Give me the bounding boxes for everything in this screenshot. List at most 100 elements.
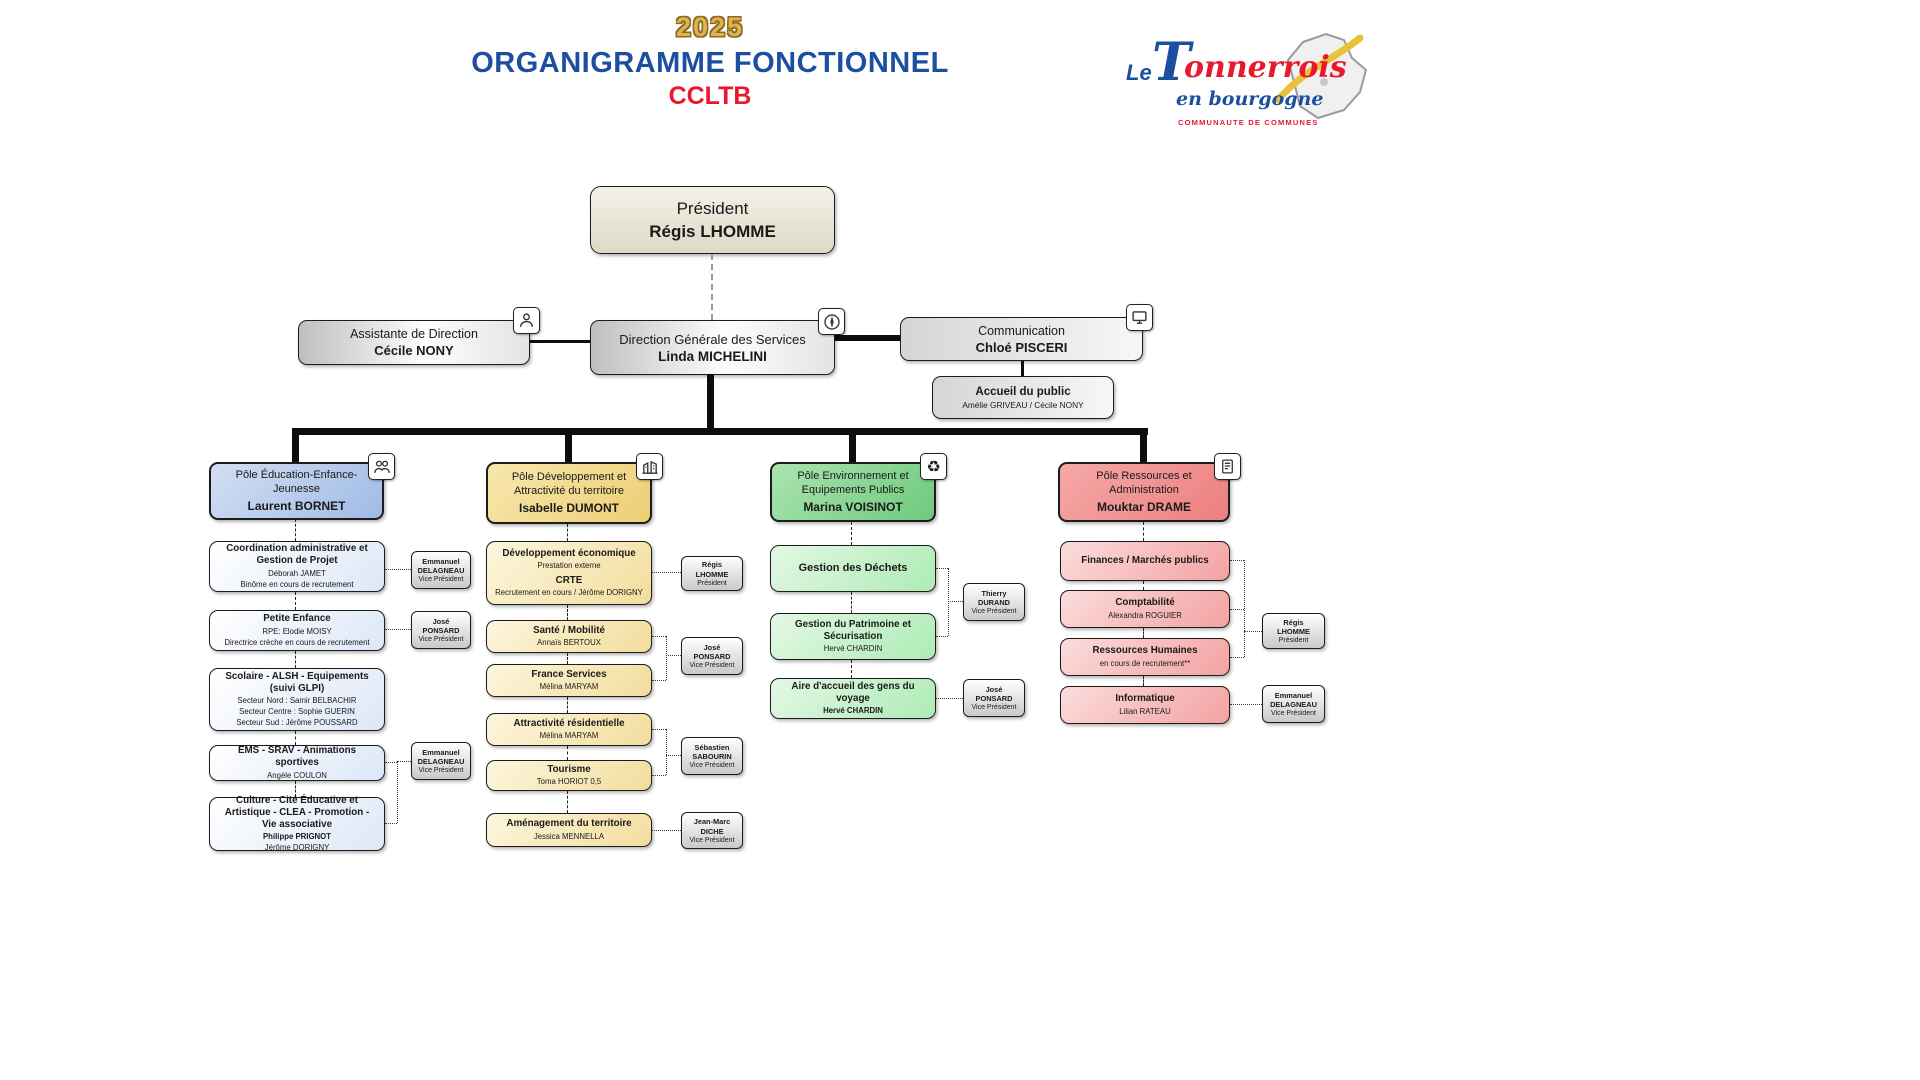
president-name: Régis LHOMME bbox=[649, 221, 776, 241]
connector-communication-accueil bbox=[1021, 360, 1024, 376]
dgs-role: Direction Générale des Services bbox=[619, 331, 806, 347]
connector bbox=[851, 522, 852, 545]
service-box-amenagement: Aménagement du territoire Jessica MENNEL… bbox=[486, 813, 652, 847]
elu-role: Vice Président bbox=[689, 762, 735, 770]
service-title: Comptabilité bbox=[1115, 597, 1175, 609]
service-title: Aménagement du territoire bbox=[506, 818, 632, 830]
connector bbox=[1143, 676, 1144, 686]
accueil-names: Amélie GRIVEAU / Cécile NONY bbox=[962, 399, 1084, 410]
service-title: CRTE bbox=[555, 575, 583, 586]
service-box-comptabilite: Comptabilité Alexandra ROGUIER bbox=[1060, 590, 1230, 628]
connector bbox=[948, 601, 963, 602]
connector bbox=[397, 761, 411, 762]
service-title: Scolaire - ALSH - Equipements (suivi GLP… bbox=[225, 670, 369, 694]
logo: Le T onnerrois en bourgogne COMMUNAUTE D… bbox=[1118, 30, 1378, 145]
page-title: ORGANIGRAMME FONCTIONNEL bbox=[471, 47, 949, 79]
communication-role: Communication bbox=[978, 323, 1065, 338]
service-title: Gestion des Déchets bbox=[798, 561, 908, 574]
elu-name: Régis LHOMME bbox=[1277, 617, 1310, 636]
elu-role: Président bbox=[1278, 637, 1309, 645]
assistant-icon bbox=[513, 307, 540, 334]
ledger-icon bbox=[1214, 453, 1241, 480]
drop-pole-1 bbox=[292, 433, 299, 464]
pole-header-developpement: Pôle Développement et Attractivité du te… bbox=[486, 453, 663, 524]
connector bbox=[666, 729, 667, 775]
connector bbox=[385, 762, 397, 763]
connector-dgs-communication bbox=[835, 335, 900, 341]
logo-region: en bourgogne bbox=[1176, 88, 1324, 110]
connector bbox=[1143, 628, 1144, 638]
communication-name: Chloé PISCERI bbox=[975, 339, 1068, 355]
dgs-name: Linda MICHELINI bbox=[658, 348, 767, 364]
elu-role: Vice Président bbox=[1270, 710, 1316, 718]
connector bbox=[385, 629, 411, 630]
drop-pole-3 bbox=[849, 433, 856, 464]
elu-name: José PONSARD bbox=[693, 642, 731, 661]
elu-role: Vice Président bbox=[418, 636, 464, 644]
elu-box: Jean-Marc DICHE Vice Président bbox=[681, 812, 743, 849]
service-box-patrimoine: Gestion du Patrimoine et Sécurisation He… bbox=[770, 613, 936, 660]
president-box: Président Régis LHOMME bbox=[590, 186, 835, 254]
elu-name: Sébastien SABOURIN bbox=[692, 742, 732, 761]
pole-environnement-head: Marina VOISINOT bbox=[803, 500, 903, 515]
connector bbox=[666, 655, 681, 656]
service-line: Mélina MARYAM bbox=[539, 731, 599, 741]
connector bbox=[567, 653, 568, 664]
service-box-scolaire: Scolaire - ALSH - Equipements (suivi GLP… bbox=[209, 668, 385, 731]
service-line: Mélina MARYAM bbox=[539, 682, 599, 692]
president-role: Président bbox=[676, 198, 749, 218]
pole-education-title: Pôle Éducation-Enfance-Jeunesse bbox=[235, 468, 358, 495]
pole-header-education: Pôle Éducation-Enfance-Jeunesse Laurent … bbox=[209, 453, 395, 520]
service-box-tourisme: Tourisme Toma HORIOT 0,5 bbox=[486, 760, 652, 791]
connector bbox=[1244, 631, 1262, 632]
connector-president-dgs bbox=[711, 254, 713, 320]
connector bbox=[1143, 581, 1144, 590]
connector bbox=[1230, 560, 1244, 561]
service-line: Annaïs BERTOUX bbox=[537, 638, 601, 648]
accueil-title: Accueil du public bbox=[975, 385, 1071, 398]
connector bbox=[295, 519, 296, 541]
service-line: Secteur Centre : Sophie GUERIN bbox=[239, 707, 355, 717]
elu-box: Régis LHOMME Président bbox=[1262, 613, 1325, 649]
elu-name: Régis LHOMME bbox=[695, 560, 729, 579]
logo-le: Le bbox=[1126, 60, 1152, 85]
connector bbox=[652, 830, 681, 831]
page-header: 2025 ORGANIGRAMME FONCTIONNEL CCLTB bbox=[430, 12, 990, 111]
logo-initial: T bbox=[1152, 32, 1191, 93]
connector bbox=[652, 729, 666, 730]
elu-name: José PONSARD bbox=[975, 684, 1013, 703]
pole-ressources-head: Mouktar DRAME bbox=[1096, 500, 1191, 515]
elu-name: Emmanuel DELAGNEAU bbox=[417, 556, 465, 575]
assistante-box: Assistante de Direction Cécile NONY bbox=[298, 307, 540, 365]
connector bbox=[295, 781, 296, 797]
service-title: Petite Enfance bbox=[263, 613, 331, 625]
connector bbox=[385, 569, 411, 570]
connector bbox=[666, 636, 667, 680]
connector bbox=[1230, 704, 1262, 705]
pole-ressources-title: Pôle Ressources et Administration bbox=[1096, 469, 1192, 496]
elu-box: Emmanuel DELAGNEAU Vice Président bbox=[1262, 685, 1325, 723]
service-box-dechets: Gestion des Déchets bbox=[770, 545, 936, 592]
service-box-france-services: France Services Mélina MARYAM bbox=[486, 664, 652, 697]
accueil-box: Accueil du public Amélie GRIVEAU / Cécil… bbox=[932, 376, 1114, 419]
people-icon bbox=[368, 453, 395, 480]
elu-role: Vice Président bbox=[689, 836, 735, 844]
elu-box: José PONSARD Vice Président bbox=[963, 679, 1025, 717]
connector bbox=[936, 568, 948, 569]
trunk-vertical bbox=[707, 374, 714, 432]
elu-role: Président bbox=[697, 579, 727, 587]
service-line: Hervé CHARDIN bbox=[823, 706, 883, 716]
elu-box: Sébastien SABOURIN Vice Président bbox=[681, 737, 743, 775]
recycle-icon: ♻ bbox=[920, 453, 947, 480]
connector bbox=[385, 823, 397, 824]
service-box-sante-mobilite: Santé / Mobilité Annaïs BERTOUX bbox=[486, 620, 652, 653]
service-line: Directrice crèche en cours de recrutemen… bbox=[224, 637, 370, 647]
service-line: RPE: Elodie MOISY bbox=[262, 626, 332, 636]
service-box-coordination: Coordination administrative et Gestion d… bbox=[209, 541, 385, 592]
elu-box: Emmanuel DELAGNEAU Vice Président bbox=[411, 551, 471, 589]
connector bbox=[936, 636, 948, 637]
pole-developpement-head: Isabelle DUMONT bbox=[518, 501, 620, 516]
pole-education-head: Laurent BORNET bbox=[247, 499, 346, 514]
pole-header-environnement: ♻ Pôle Environnement et Equipements Publ… bbox=[770, 453, 947, 522]
connector bbox=[936, 698, 963, 699]
